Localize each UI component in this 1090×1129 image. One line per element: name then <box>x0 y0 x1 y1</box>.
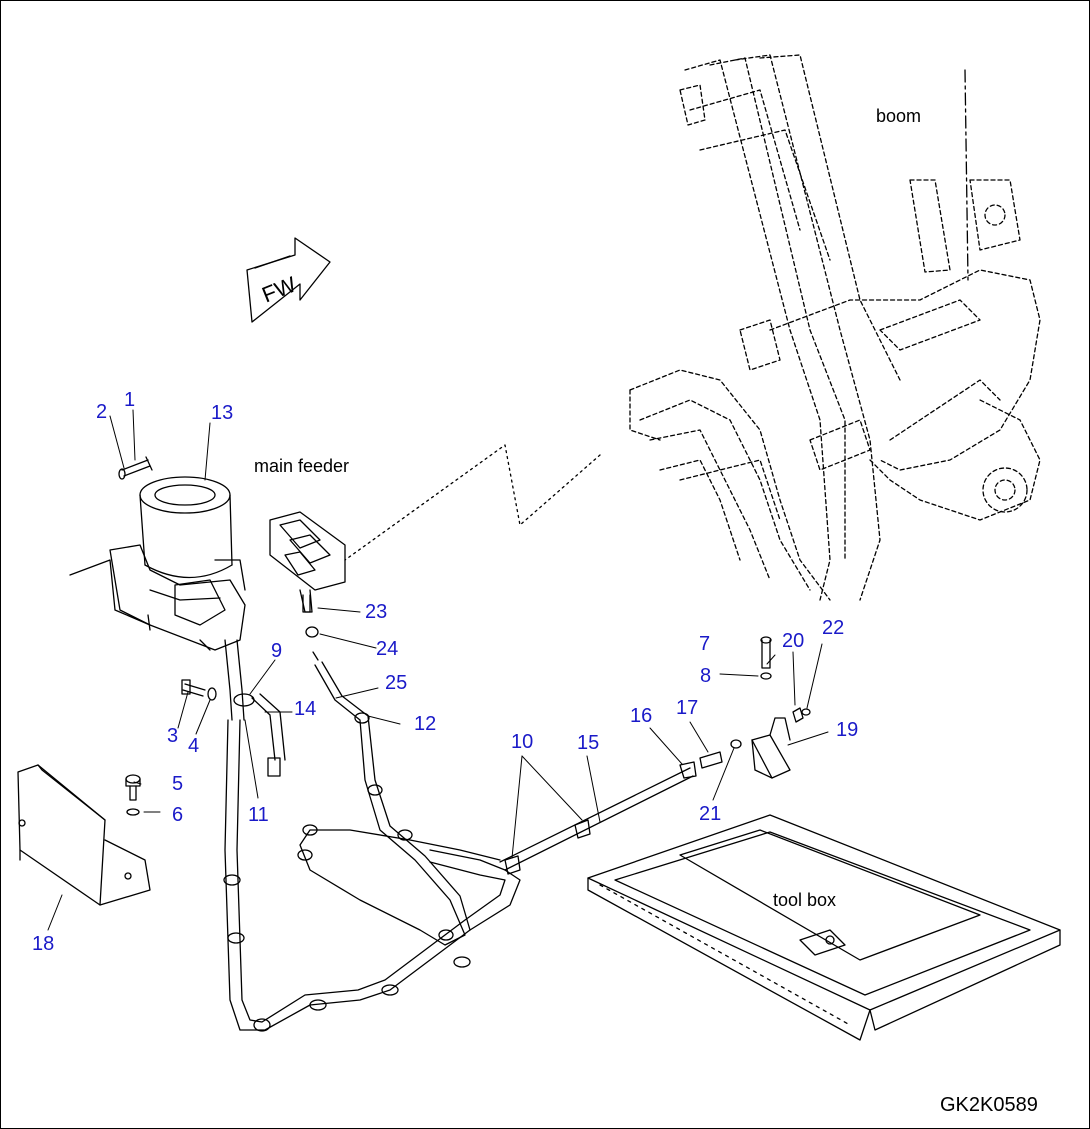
main-feeder-block <box>269 511 346 613</box>
boom-centerline <box>964 69 969 281</box>
bolt-5-washer-6 <box>125 774 141 816</box>
bracket-18 <box>17 764 151 906</box>
drawing-code: GK2K0589 <box>940 1094 1038 1116</box>
boom-outline <box>629 54 1041 601</box>
tool-box-label: tool box <box>773 890 837 910</box>
boom-label: boom <box>876 106 922 126</box>
callout-18: 18 <box>32 933 55 955</box>
callout-1: 1 <box>124 389 136 411</box>
leader-lines <box>47 409 829 931</box>
break-line <box>344 444 601 561</box>
pipe-15 <box>499 739 742 875</box>
callout-8: 8 <box>700 665 712 687</box>
callout-16: 16 <box>630 705 653 727</box>
callout-6: 6 <box>172 804 184 826</box>
main-feeder-label: main feeder <box>254 456 350 476</box>
callout-13: 13 <box>211 402 234 424</box>
callout-7: 7 <box>699 633 711 655</box>
callout-20: 20 <box>782 630 805 652</box>
tool-box <box>587 814 1061 1041</box>
bolt-3-washer-4 <box>181 679 217 701</box>
callout-23: 23 <box>365 601 388 623</box>
callout-14: 14 <box>294 698 317 720</box>
bolt-1-2 <box>118 456 153 480</box>
callout-19: 19 <box>836 719 859 741</box>
callout-21: 21 <box>699 803 722 825</box>
callout-10: 10 <box>511 731 534 753</box>
callout-2: 2 <box>96 401 108 423</box>
callout-3: 3 <box>167 725 179 747</box>
fw-arrow-icon <box>246 237 331 323</box>
callout-15: 15 <box>577 732 600 754</box>
callout-9: 9 <box>271 640 283 662</box>
callout-5: 5 <box>172 773 184 795</box>
callout-24: 24 <box>376 638 399 660</box>
callout-25: 25 <box>385 672 408 694</box>
pump-assembly <box>69 476 246 651</box>
bracket-19 <box>751 636 811 779</box>
callout-11: 11 <box>248 804 269 826</box>
callout-12: 12 <box>414 713 437 735</box>
callout-4: 4 <box>188 735 200 757</box>
callout-17: 17 <box>676 697 699 719</box>
callout-22: 22 <box>822 617 845 639</box>
